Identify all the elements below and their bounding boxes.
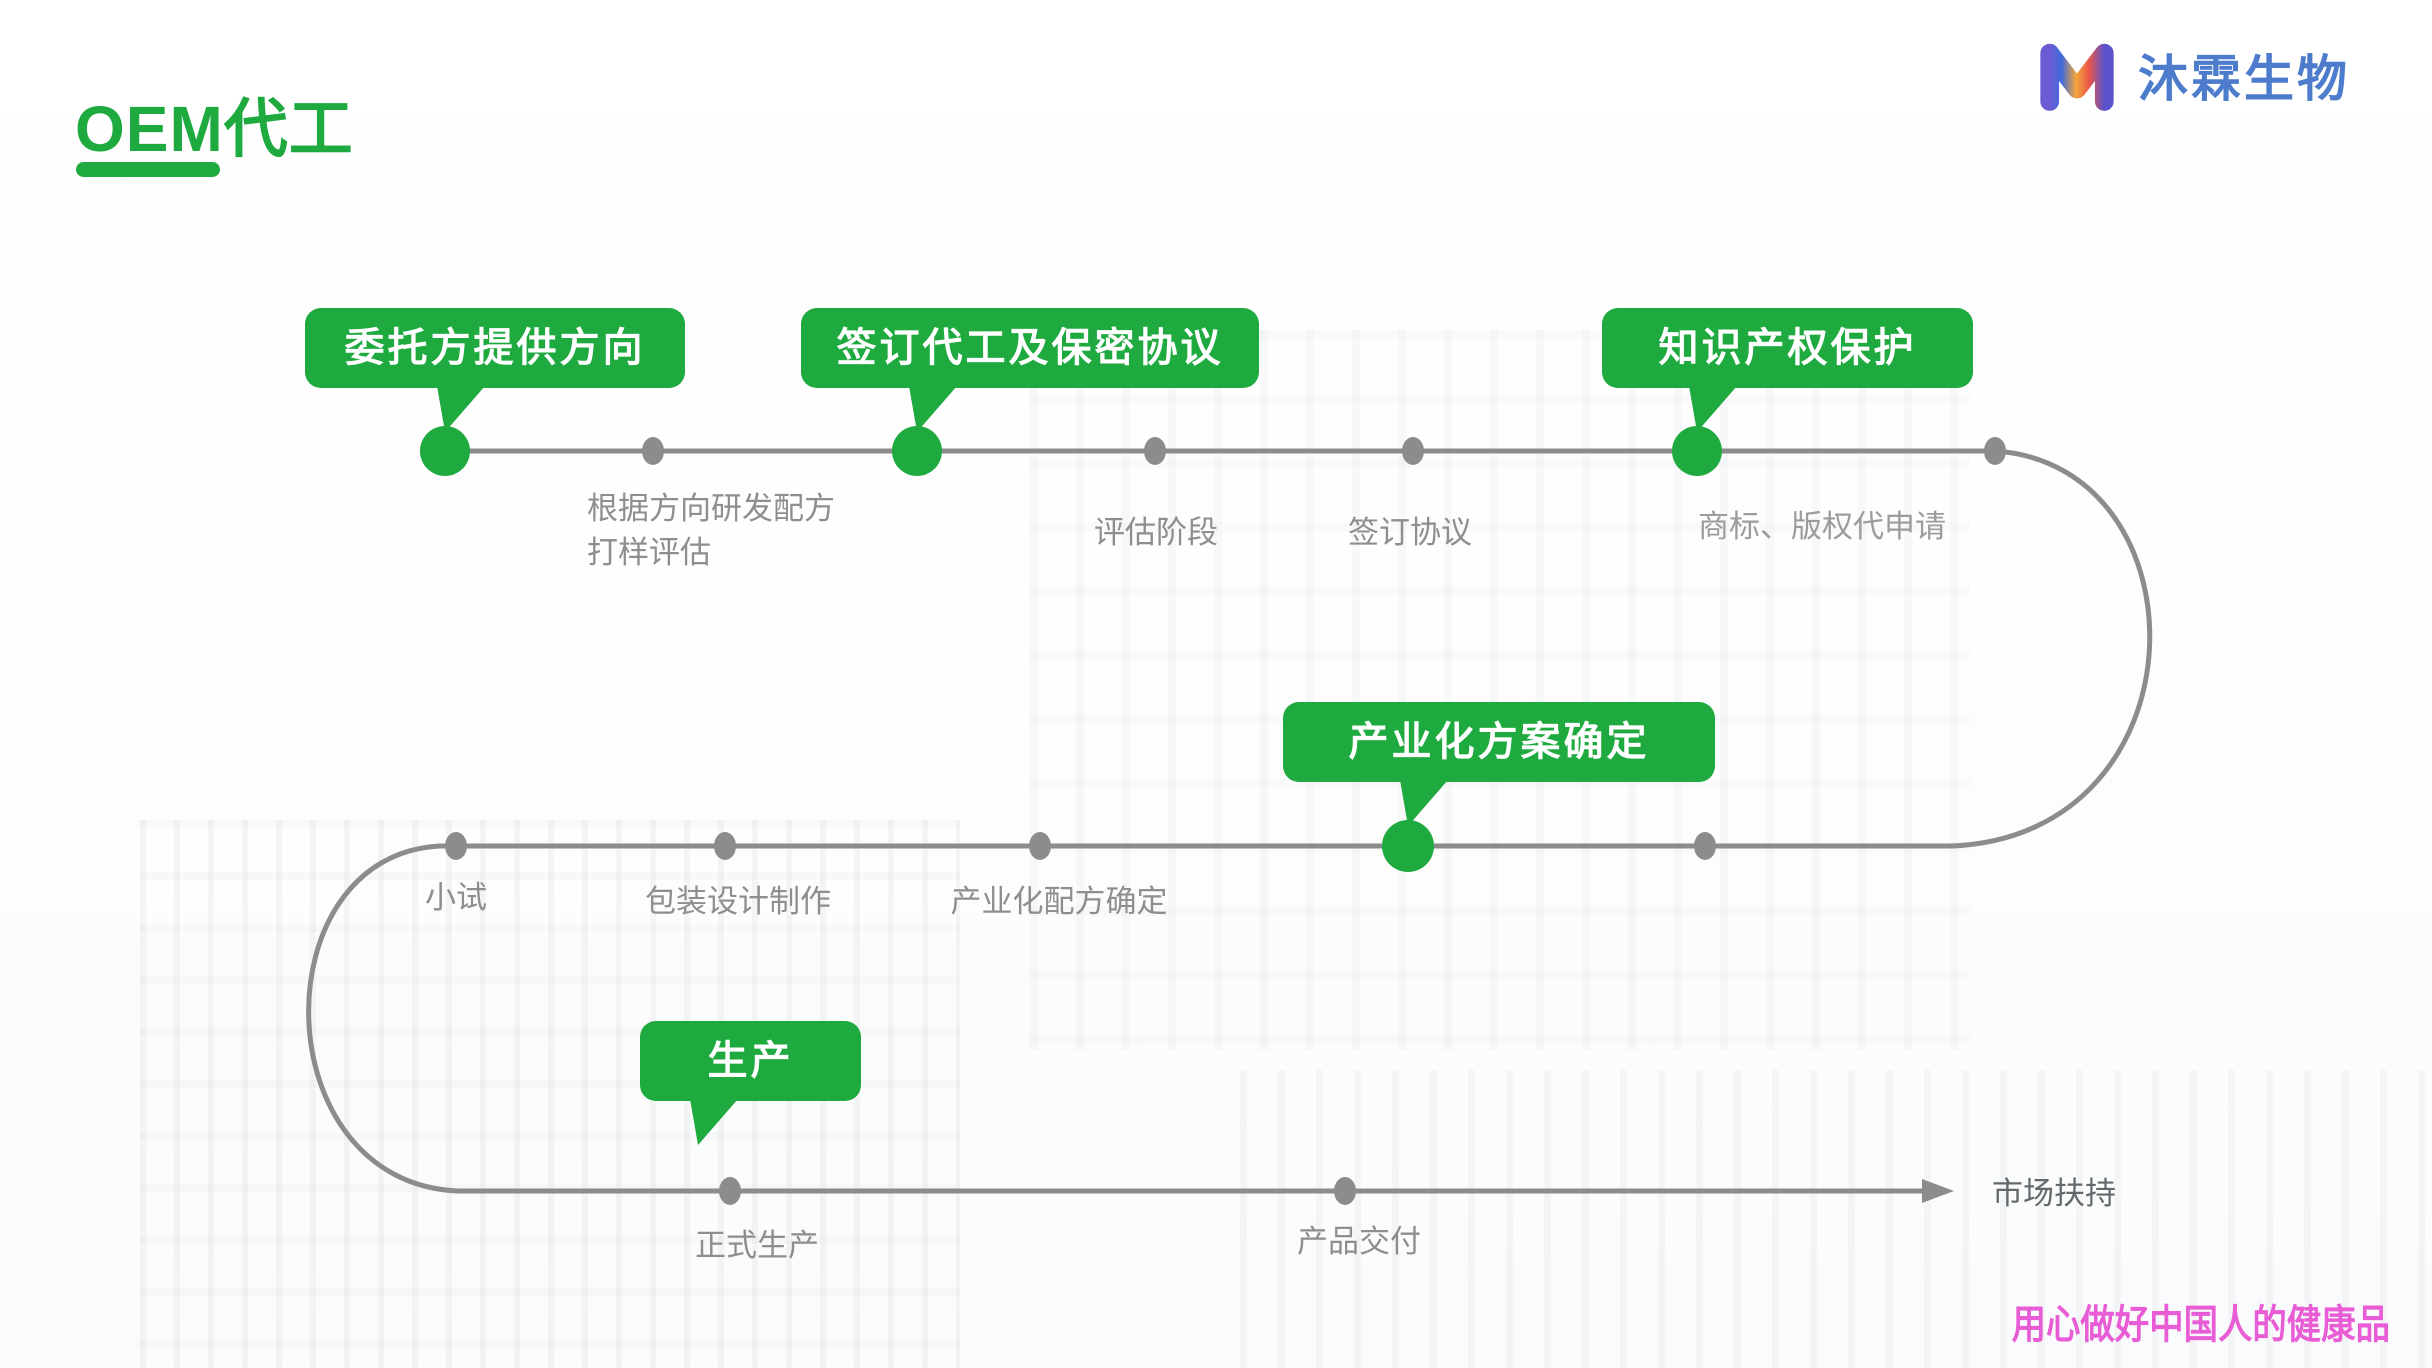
stage-callout: 知识产权保护 <box>1602 308 1973 432</box>
step-label: 市场扶持 <box>1992 1176 2116 1211</box>
stage-callout-label: 委托方提供方向 <box>344 326 646 370</box>
timeline-node <box>719 1177 741 1205</box>
step-label: 包装设计制作 <box>645 884 831 919</box>
stage-callout-label: 生产 <box>707 1039 794 1083</box>
step-label: 小试 <box>425 880 487 915</box>
milestone-node <box>1382 820 1434 872</box>
step-label: 产品交付 <box>1297 1224 1421 1259</box>
stage-callout-label: 签订代工及保密协议 <box>836 326 1224 370</box>
step-label: 正式生产 <box>695 1228 819 1263</box>
stage-callout-label: 产业化方案确定 <box>1348 720 1650 764</box>
stage-callout-label: 知识产权保护 <box>1658 326 1917 370</box>
stage-callout: 产业化方案确定 <box>1283 702 1715 826</box>
timeline-left-curve <box>306 843 461 1194</box>
timeline-node <box>1402 437 1424 465</box>
timeline-node <box>714 832 736 860</box>
callout-tail <box>1689 386 1737 432</box>
timeline-node <box>445 832 467 860</box>
step-label: 根据方向研发配方 打样评估 <box>587 491 835 571</box>
timeline-right-curve <box>1949 448 2153 849</box>
step-label: 签订协议 <box>1348 515 1472 550</box>
milestone-node <box>420 426 470 476</box>
milestone-node <box>892 426 942 476</box>
title-underline <box>76 162 220 177</box>
callout-tail <box>909 386 957 432</box>
timeline-node <box>1144 437 1166 465</box>
logo-brand-text: 沐霖生物 <box>2138 51 2350 107</box>
stage-callout: 签订代工及保密协议 <box>801 308 1259 432</box>
arrow-right-icon <box>1922 1179 1954 1203</box>
callout-tail <box>437 386 485 432</box>
page-title: OEM代工 <box>75 93 354 165</box>
timeline-node <box>1334 1177 1356 1205</box>
brand-slogan: 用心做好中国人的健康品 <box>2011 1303 2390 1347</box>
milestone-node <box>1672 426 1722 476</box>
step-label: 商标、版权代申请 <box>1698 509 1946 544</box>
timeline-node <box>642 437 664 465</box>
logo-m-icon <box>2040 43 2114 111</box>
callout-tail <box>690 1099 738 1145</box>
step-label: 评估阶段 <box>1094 515 1218 550</box>
callout-tail <box>1400 780 1448 826</box>
stage-callout: 生产 <box>640 1021 861 1145</box>
step-label: 产业化配方确定 <box>950 884 1168 919</box>
timeline-node <box>1029 832 1051 860</box>
brand-logo: 沐霖生物 <box>2038 38 2350 112</box>
timeline-node <box>1694 832 1716 860</box>
stage-callout: 委托方提供方向 <box>305 308 685 432</box>
timeline-node <box>1984 437 2006 465</box>
